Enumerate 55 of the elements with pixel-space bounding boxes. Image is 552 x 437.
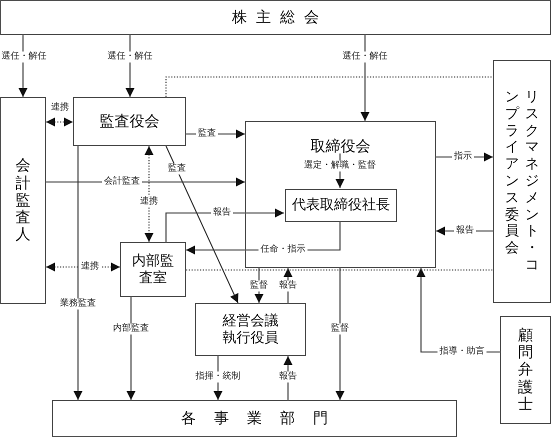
dotted-arrow (144, 146, 154, 242)
edge-label: 連携 (49, 102, 71, 114)
dotted-line (186, 269, 493, 271)
dotted-arrow (46, 118, 73, 126)
node-label: 経営会議執行役員 (222, 313, 280, 346)
edge-label: 会計監査 (102, 176, 142, 188)
edge-label: 報告 (277, 372, 299, 382)
edge-label: 報告 (454, 226, 476, 236)
edge-label: 報告 (211, 208, 233, 218)
arrow (360, 35, 370, 121)
arrow (336, 268, 344, 400)
node-label: 取締役会 (310, 138, 370, 156)
edge-label: 指導・助言 (438, 346, 486, 358)
node-label: 各事業部門 (181, 410, 346, 428)
president-box (285, 189, 397, 222)
edge-label: 選任・解任 (340, 52, 390, 62)
edge-label: 報告 (277, 280, 299, 292)
edge-label: 監督 (248, 280, 270, 292)
auditor-box (0, 97, 46, 304)
counsel-box (500, 316, 551, 424)
meeting-box (0, 0, 551, 35)
node-label: 会計監査人 (15, 157, 31, 244)
node-label: 監査役会 (100, 112, 160, 130)
arrow (126, 297, 136, 400)
edge-label: 監督 (329, 324, 351, 334)
edge-label: 指示 (452, 152, 474, 162)
edge-label: 監査 (196, 128, 218, 140)
committee-box (493, 60, 551, 303)
edge-label: 監査 (166, 164, 188, 174)
department-box (52, 400, 457, 437)
edge-label: 選任・解任 (106, 52, 154, 62)
node-label: 顧問弁護士 (518, 326, 534, 414)
council-box (195, 303, 306, 356)
arrow (284, 356, 292, 400)
board-box (73, 97, 186, 146)
arrow (254, 268, 264, 303)
node-label: リスクマネジメント・コンプライアンス委員会 (504, 89, 540, 274)
edge-label: 業務監査 (58, 298, 98, 310)
arrow (284, 268, 292, 303)
edge-label: 指揮・統制 (194, 372, 242, 382)
edge-label: 連携 (138, 196, 160, 208)
arrow (165, 208, 284, 242)
edge-label: 任命・指示 (258, 244, 308, 256)
edge-label: 連携 (79, 262, 101, 272)
node-label: 代表取締役社長 (292, 197, 390, 214)
arrow (74, 146, 82, 400)
arrow (166, 146, 238, 304)
office-box (120, 242, 186, 297)
node-label: 株主総会 (232, 8, 328, 26)
board-box (245, 121, 436, 268)
edge-label: 選任・解任 (0, 52, 48, 62)
edge-label: 内部監査 (111, 324, 151, 334)
dotted-line (165, 76, 493, 97)
edge-label: 選定・解職・監督 (302, 160, 378, 172)
node-label: 内部監査室 (131, 253, 175, 286)
